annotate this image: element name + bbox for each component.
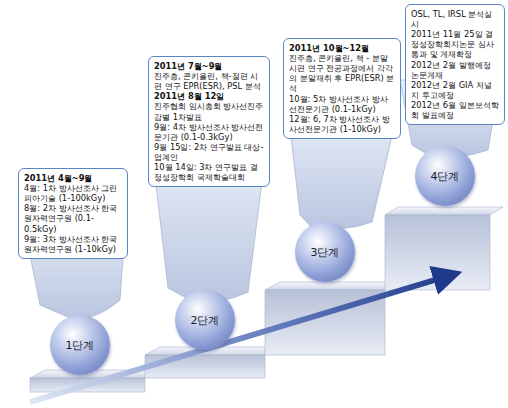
event-text: 4월: 1차 방사선조사 그린피아기술 (1-100kGy) — [24, 183, 122, 203]
event-text: 2012년 2월 발행예정 논문게재 — [411, 60, 499, 80]
stage-sphere: 1단계 — [50, 315, 110, 375]
period-heading: 2011년 7월~9월 — [154, 61, 264, 71]
event-text: 2012년 2월 GIA 저널지 투고예정 — [411, 80, 499, 100]
event-text: 진주층, 콘키올린, 책 - 분말시편 연구 전공과정에서 각각의 분말재취 후… — [289, 53, 395, 93]
event-text: 9월 15일: 2차 연구발표 대상-업계인 — [154, 142, 264, 162]
event-text: 9월: 4차 방사선조사 방사선전문기관 (0.1-0.3kGy) — [154, 122, 264, 142]
stage-label: 4단계 — [431, 169, 460, 184]
event-text: 9월: 3차 방사선조사 한국원자력연구원 (1-10kGy) — [24, 234, 122, 254]
event-text: 2011년 11월 25일 결정성장학회지논문 심사통과 및 게재확정 — [411, 29, 499, 59]
event-text: OSL, TL, IRSL 분석실시 — [411, 9, 499, 29]
stage-label: 3단계 — [311, 245, 340, 260]
stage-sphere: 2단계 — [175, 290, 235, 350]
timeline-box: OSL, TL, IRSL 분석실시2011년 11월 25일 결정성장학회지논… — [405, 4, 505, 125]
event-text: 8월: 2차 방사선조사 한국원자력연구원 (0.1-0.5kGy) — [24, 203, 122, 233]
timeline-box: 2011년 7월~9월진주층, 콘키올린, 책-절편 시편 연구 EPR(ESR… — [148, 56, 270, 187]
event-text: 12월: 6, 7차 방사선조사 방사선전문기관 (1-10kGy) — [289, 114, 395, 134]
stage-sphere: 4단계 — [415, 146, 475, 206]
stage-label: 2단계 — [191, 313, 220, 328]
period-heading: 2011년 8월 12일 — [154, 91, 264, 101]
stage-sphere: 3단계 — [295, 222, 355, 282]
period-heading: 2011년 10월~12월 — [289, 43, 395, 53]
timeline-box: 2011년 4월~9월4월: 1차 방사선조사 그린피아기술 (1-100kGy… — [18, 168, 128, 259]
event-text: 10월 14일: 3차 연구발표 결정성장학회 국제학술대회 — [154, 162, 264, 182]
event-text: 10월: 5차 방사선조사 방사선전문기관 (0.1-1kGy) — [289, 94, 395, 114]
event-text: 진주협회 임시총회 방사선진주감별 1차발표 — [154, 101, 264, 121]
progress-arrow — [30, 276, 448, 402]
timeline-box: 2011년 10월~12월진주층, 콘키올린, 책 - 분말시편 연구 전공과정… — [283, 38, 401, 139]
stage-label: 1단계 — [66, 338, 95, 353]
period-heading: 2011년 4월~9월 — [24, 173, 122, 183]
event-text: 진주층, 콘키올린, 책-절편 시편 연구 EPR(ESR), PSL 분석 — [154, 71, 264, 91]
event-text: 2012년 6월 일본보석학회 발표예정 — [411, 100, 499, 120]
